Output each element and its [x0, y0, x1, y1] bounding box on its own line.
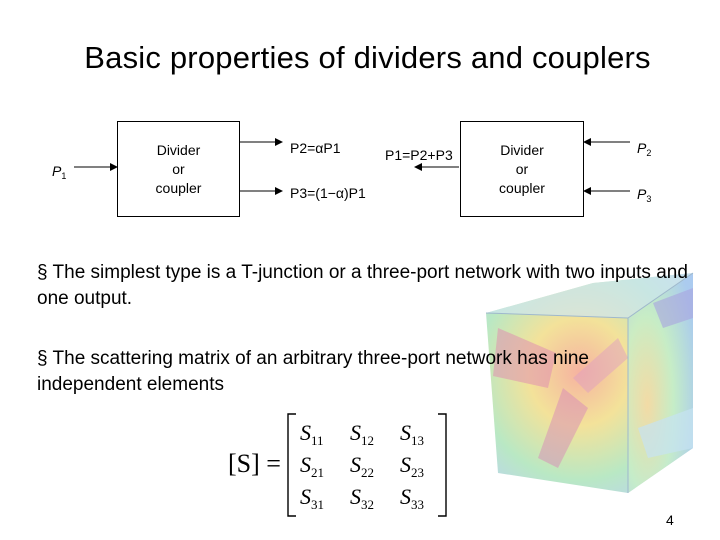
divider-box-right: Divider or coupler [460, 121, 584, 217]
matrix-lhs: [S] = [228, 449, 281, 478]
bullet-text: The simplest type is a T-junction or a t… [37, 262, 688, 309]
slide-title: Basic properties of dividers and coupler… [84, 40, 651, 75]
page-number: 4 [666, 512, 674, 528]
input-label-p3: P3 [637, 186, 652, 204]
matrix-element-s11: S11 [300, 420, 324, 448]
bullet-item: § The simplest type is a T-junction or a… [37, 260, 697, 312]
box-line: or [172, 160, 185, 177]
right-bracket [438, 413, 447, 517]
left-bracket [287, 413, 296, 517]
bullet-marker: § [37, 262, 48, 283]
box-line: coupler [499, 179, 545, 196]
bullet-text: The scattering matrix of an arbitrary th… [37, 348, 589, 395]
matrix-element-s32: S32 [350, 484, 374, 512]
field-plot-cube-image [485, 272, 694, 493]
box-line: or [515, 160, 529, 177]
input-label-p2: P2 [637, 140, 652, 158]
matrix-element-s13: S13 [400, 420, 424, 448]
output-label-p3-alpha: P3=(1−α)P1 [290, 185, 366, 201]
matrix-element-s12: S12 [350, 420, 374, 448]
divider-box-left: Divider or coupler [117, 121, 240, 217]
matrix-element-s23: S23 [400, 452, 424, 480]
box-line: Divider [156, 141, 201, 158]
box-line: Divider [500, 141, 544, 158]
matrix-element-s21: S21 [300, 452, 324, 480]
output-label-p1-sum: P1=P2+P3 [385, 147, 453, 163]
input-label-p1: P1 [52, 163, 67, 181]
box-line: coupler [155, 179, 202, 196]
matrix-element-s31: S31 [300, 484, 324, 512]
output-label-p2-alpha: P2=αP1 [290, 140, 341, 156]
bullet-marker: § [37, 348, 48, 369]
matrix-element-s22: S22 [350, 452, 374, 480]
matrix-element-s33: S33 [400, 484, 424, 512]
bullet-item: § The scattering matrix of an arbitrary … [37, 346, 697, 398]
